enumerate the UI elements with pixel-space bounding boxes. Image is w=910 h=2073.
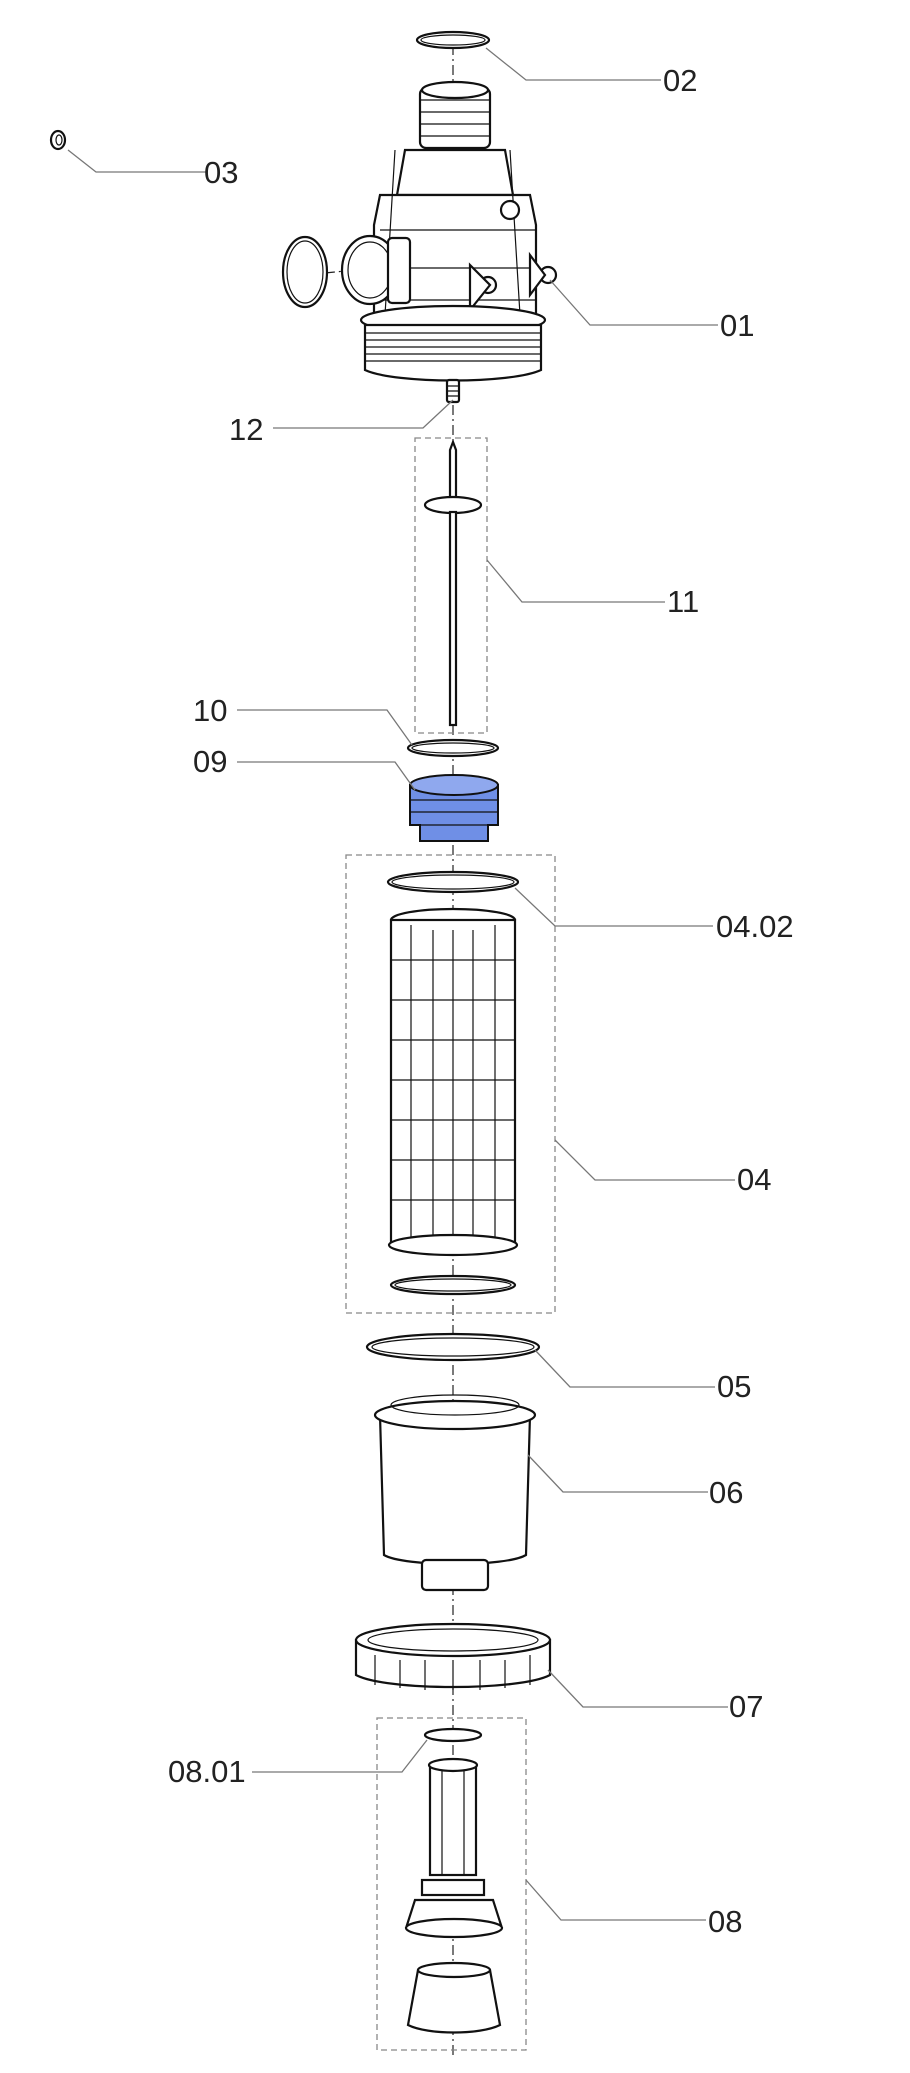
label-12[interactable]: 12 bbox=[229, 412, 263, 447]
part-0402-oring[interactable] bbox=[386, 870, 520, 894]
label-0801[interactable]: 08.01 bbox=[168, 1754, 246, 1789]
leader-11 bbox=[486, 559, 665, 603]
part-08-drain-valve[interactable] bbox=[404, 1757, 504, 2034]
label-04[interactable]: 04 bbox=[737, 1162, 771, 1197]
leader-09 bbox=[237, 761, 416, 791]
leader-0402 bbox=[514, 887, 713, 927]
label-09[interactable]: 09 bbox=[193, 744, 227, 779]
label-08[interactable]: 08 bbox=[708, 1904, 742, 1939]
part-10-oring[interactable] bbox=[406, 738, 500, 758]
leader-04 bbox=[554, 1139, 735, 1181]
part-02-oring[interactable] bbox=[415, 30, 491, 50]
group-box-11 bbox=[414, 437, 488, 734]
side-port-axis bbox=[304, 267, 376, 276]
group-box-04 bbox=[345, 854, 556, 1314]
label-01[interactable]: 01 bbox=[720, 308, 754, 343]
leader-12 bbox=[273, 399, 454, 429]
part-06-bowl[interactable] bbox=[373, 1394, 537, 1592]
leader-07 bbox=[547, 1669, 728, 1708]
leader-10 bbox=[237, 709, 413, 746]
part-09-adapter[interactable] bbox=[409, 774, 499, 842]
part-11-rod[interactable] bbox=[423, 438, 483, 727]
leader-05 bbox=[534, 1349, 715, 1388]
leader-06 bbox=[527, 1454, 708, 1493]
part-0801-oring[interactable] bbox=[423, 1727, 483, 1743]
leader-0801 bbox=[252, 1739, 428, 1773]
label-0402[interactable]: 04.02 bbox=[716, 909, 794, 944]
leader-02 bbox=[485, 47, 661, 81]
label-07[interactable]: 07 bbox=[729, 1689, 763, 1724]
label-03[interactable]: 03 bbox=[204, 155, 238, 190]
label-11[interactable]: 11 bbox=[667, 584, 699, 619]
leader-01 bbox=[549, 279, 718, 326]
part-07-ring-nut[interactable] bbox=[354, 1622, 552, 1690]
part-04-bottom-oring[interactable] bbox=[389, 1274, 517, 1296]
label-02[interactable]: 02 bbox=[663, 63, 697, 98]
group-box-08 bbox=[376, 1717, 527, 2051]
part-05-oring[interactable] bbox=[365, 1332, 541, 1362]
leader-03 bbox=[67, 149, 206, 173]
part-12-screw[interactable] bbox=[445, 378, 461, 404]
leader-08 bbox=[525, 1879, 706, 1921]
part-04-filter-cartridge[interactable] bbox=[387, 907, 519, 1257]
label-10[interactable]: 10 bbox=[193, 693, 227, 728]
part-03-washer[interactable] bbox=[49, 129, 67, 151]
part-01-filter-head[interactable] bbox=[281, 80, 558, 382]
label-05[interactable]: 05 bbox=[717, 1369, 751, 1404]
label-06[interactable]: 06 bbox=[709, 1475, 743, 1510]
